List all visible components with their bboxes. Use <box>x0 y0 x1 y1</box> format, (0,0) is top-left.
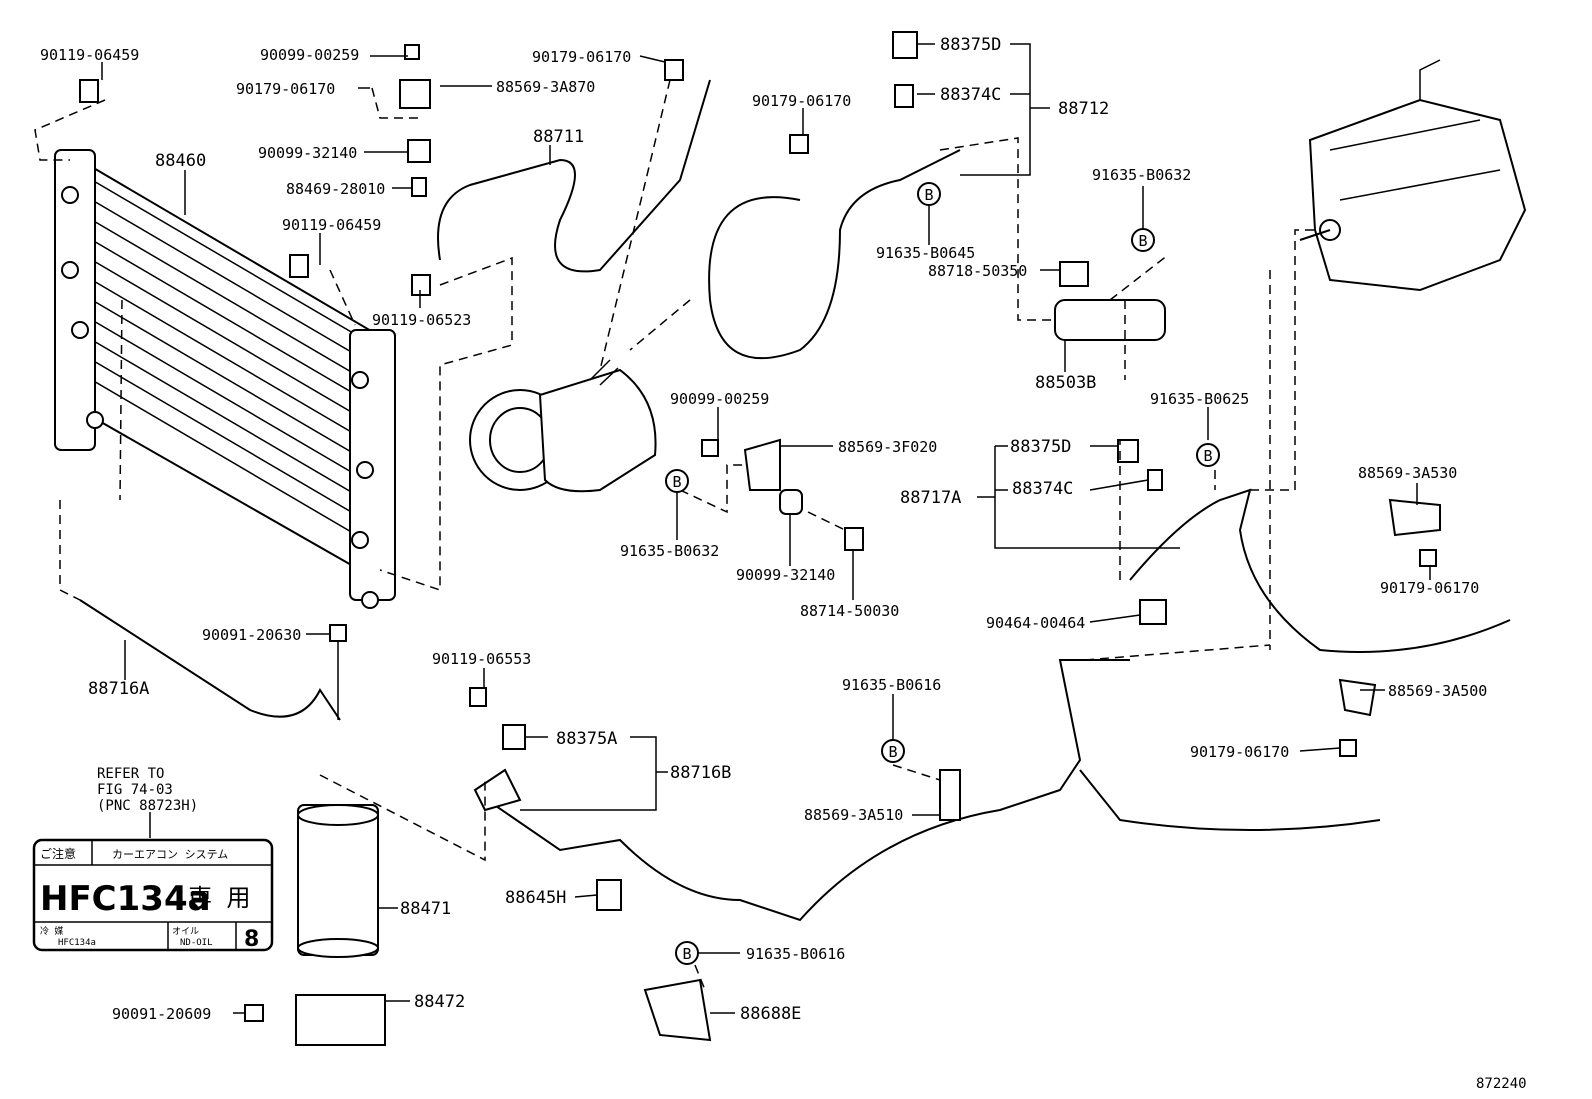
clip-b-marker: B <box>675 941 699 965</box>
receiver-88471 <box>297 640 379 958</box>
part-label: 88569-3F020 <box>838 438 937 456</box>
part-label: 90179-06170 <box>1190 743 1289 761</box>
part-label: 90099-32140 <box>736 566 835 584</box>
part-label: 88688E <box>740 1004 801 1024</box>
part-label: 88375A <box>556 729 617 749</box>
part-label: 88374C <box>1012 479 1073 499</box>
part-label: 91635-B0625 <box>1150 390 1249 408</box>
part-label: 88711 <box>533 127 584 147</box>
part-label: 88645H <box>505 888 566 908</box>
part-label: 88717A <box>900 488 961 508</box>
small-parts <box>79 31 1441 1046</box>
part-label: 88569-3A500 <box>1388 682 1487 700</box>
refer-note: REFER TO FIG 74-03 (PNC 88723H) <box>97 766 198 814</box>
caution-header-right: カーエアコン システム <box>112 848 228 861</box>
clip-b-label: B <box>1203 447 1212 465</box>
part-label: 91635-B0632 <box>1092 166 1191 184</box>
part-label: 90464-00464 <box>986 614 1085 632</box>
clip-b-label: B <box>1138 232 1147 250</box>
clip-b-label: B <box>888 743 897 761</box>
part-label: 90091-20609 <box>112 1005 211 1023</box>
clip-b-marker: B <box>1196 443 1220 467</box>
refer-note-line2: FIG 74-03 <box>97 782 173 798</box>
part-label: 88471 <box>400 899 451 919</box>
clip-b-marker: B <box>881 739 905 763</box>
part-label: 90119-06553 <box>432 650 531 668</box>
caution-header-left: ご注意 <box>40 846 76 861</box>
caution-oil-value: ND-OIL <box>180 938 213 948</box>
clip-b-marker: B <box>917 182 941 206</box>
part-label: 88718-50350 <box>928 262 1027 280</box>
part-labels: 90119-06459 90099-00259 90179-06170 8856… <box>40 35 1487 1024</box>
compressor <box>469 359 657 493</box>
part-label: 90119-06459 <box>40 46 139 64</box>
part-label: 90179-06170 <box>532 48 631 66</box>
part-label: 88469-28010 <box>286 180 385 198</box>
caution-refrigerant-key: 冷 媒 <box>40 925 63 937</box>
part-label: 88569-3A870 <box>496 78 595 96</box>
part-label: 88460 <box>155 151 206 171</box>
hoses <box>79 79 1511 922</box>
part-label: 88375D <box>1010 437 1071 457</box>
leader-lines <box>101 43 1431 1014</box>
clip-b-marker: B <box>665 469 689 493</box>
part-label: 88374C <box>940 85 1001 105</box>
caution-main-jp: 専 用 <box>188 884 250 912</box>
refer-note-line1: REFER TO <box>97 766 164 782</box>
cooling-unit <box>1308 59 1527 292</box>
part-label: 90179-06170 <box>236 80 335 98</box>
part-label: 91635-B0645 <box>876 244 975 262</box>
part-label: 88375D <box>940 35 1001 55</box>
part-label: 88716B <box>670 763 731 783</box>
caution-main: HFC134a <box>40 879 211 919</box>
part-label: 88503B <box>1035 373 1096 393</box>
part-label: 90099-00259 <box>260 46 359 64</box>
clip-b-label: B <box>924 186 933 204</box>
part-label: 88472 <box>414 992 465 1012</box>
part-label: 90091-20630 <box>202 626 301 644</box>
caution-refrigerant-value: HFC134a <box>58 938 96 948</box>
part-label: 90119-06523 <box>372 311 471 329</box>
part-label: 90119-06459 <box>282 216 381 234</box>
caution-oil-number: 8 <box>244 927 259 952</box>
clip-b-label: B <box>672 473 681 491</box>
part-label: 88716A <box>88 679 149 699</box>
figure-number: 872240 <box>1476 1076 1527 1092</box>
part-label: 88714-50030 <box>800 602 899 620</box>
part-label: 91635-B0632 <box>620 542 719 560</box>
condenser-88460 <box>54 149 396 609</box>
refer-note-line3: (PNC 88723H) <box>97 798 198 814</box>
clip-b-label: B <box>682 945 691 963</box>
part-label: 91635-B0616 <box>842 676 941 694</box>
part-label: 88569-3A530 <box>1358 464 1457 482</box>
part-label: 91635-B0616 <box>746 945 845 963</box>
part-label: 90179-06170 <box>1380 579 1479 597</box>
part-label: 90099-32140 <box>258 144 357 162</box>
part-label: 90179-06170 <box>752 92 851 110</box>
caution-label: ご注意 カーエアコン システム HFC134a 専 用 冷 媒 HFC134a … <box>32 838 274 952</box>
part-label: 88569-3A510 <box>804 806 903 824</box>
caution-oil-key: オイル <box>172 926 199 937</box>
clip-b-marker: B <box>1131 228 1155 252</box>
part-label: 90099-00259 <box>670 390 769 408</box>
part-label: 88712 <box>1058 99 1109 119</box>
